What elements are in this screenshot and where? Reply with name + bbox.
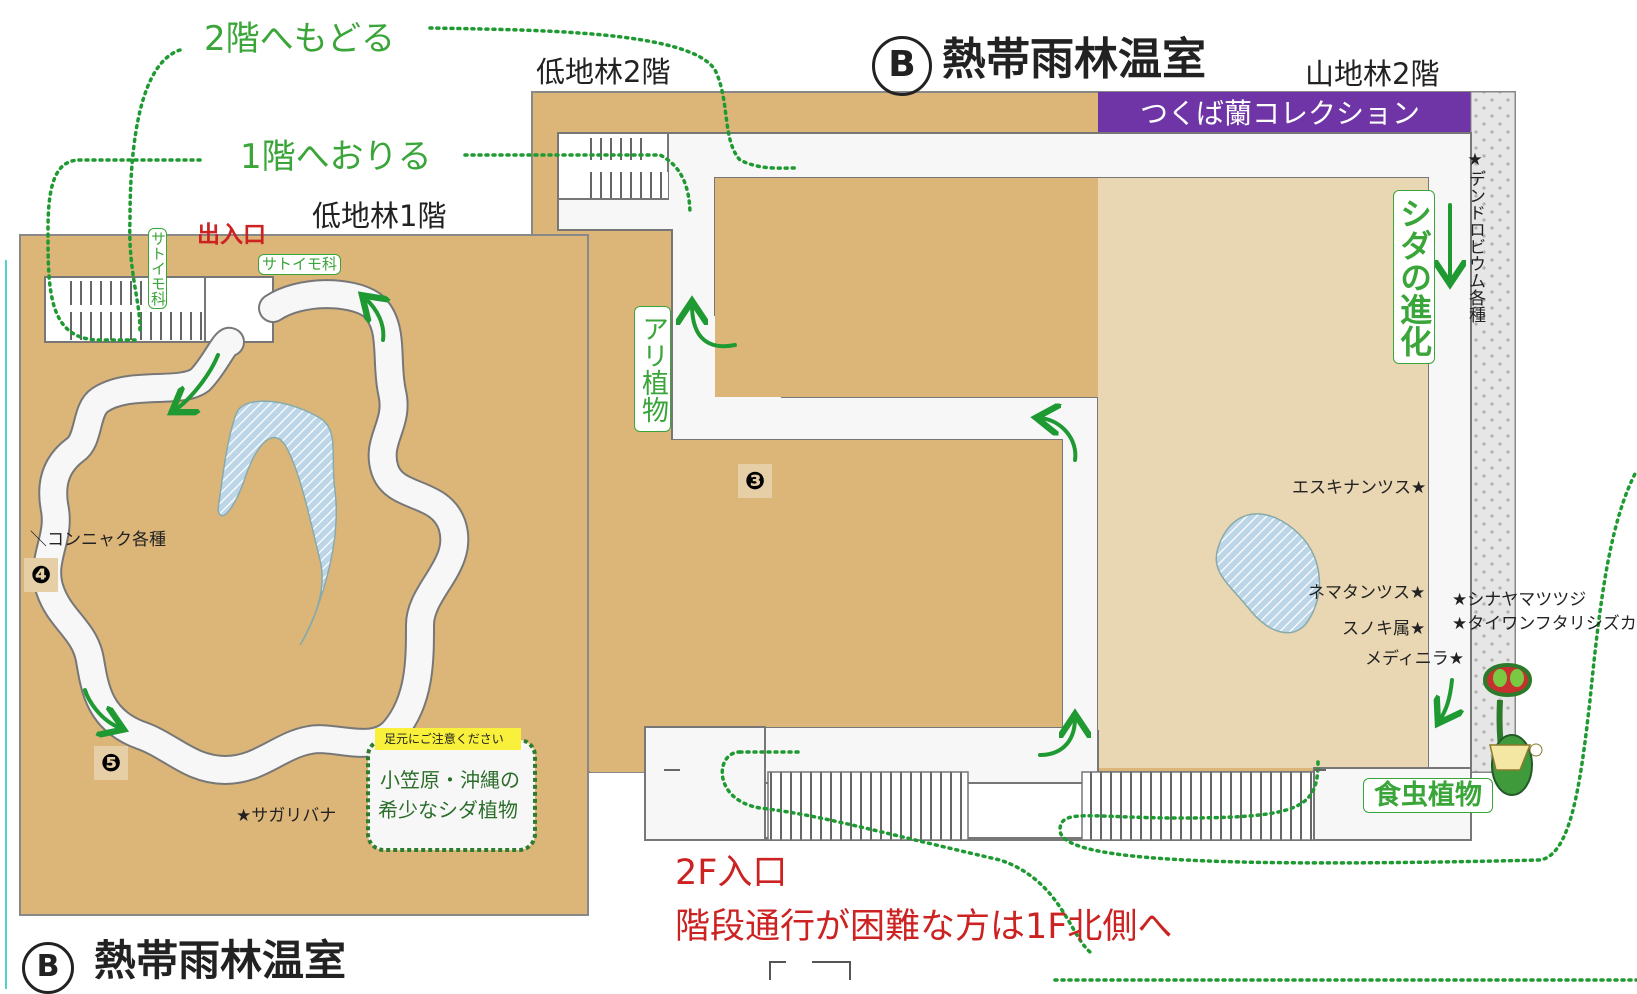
label-rhododendron: ★シナヤマツツジ bbox=[1452, 590, 1587, 610]
mascot-venus-flytrap-icon bbox=[1482, 663, 1543, 796]
label-mountain-2f: 山地林2階 bbox=[1305, 57, 1440, 91]
label-konnyaku: ＼コンニャク各種 bbox=[30, 530, 166, 550]
label-entrance: 出入口 bbox=[197, 222, 266, 248]
label-taiwan-plant: ★タイワンフタリシズカ bbox=[1452, 614, 1637, 634]
lowland-block-lower bbox=[590, 440, 1062, 772]
dendrobium-strip bbox=[1470, 91, 1516, 773]
label-carnivorous: 食虫植物 bbox=[1363, 778, 1493, 813]
lowland-block-upper bbox=[715, 178, 1098, 397]
title-bottom-badge: B bbox=[22, 942, 74, 994]
label-orchid-collection: つくば蘭コレクション bbox=[1140, 97, 1421, 130]
label-aeschynanthus: エスキナンツス★ bbox=[1292, 478, 1427, 498]
notice-header-bg bbox=[375, 728, 521, 750]
label-back-to-2f: 2階へもどる bbox=[204, 19, 395, 59]
label-down-to-1f: 1階へおりる bbox=[240, 137, 432, 177]
pond-icon bbox=[217, 400, 338, 646]
label-fern-evolution: シダの進化 bbox=[1393, 190, 1435, 364]
stairs-icon bbox=[70, 312, 205, 340]
marker-4: ❹ bbox=[24, 558, 58, 592]
plan-fragment bbox=[769, 961, 851, 980]
label-ant-plants: アリ植物 bbox=[634, 306, 671, 432]
label-aroid-horizontal: サトイモ科 bbox=[258, 254, 342, 275]
label-dendrobium: ★デンドロビウム各種 bbox=[1465, 150, 1485, 323]
label-entrance-2f: 2F入口 bbox=[675, 853, 788, 893]
label-lowland-2f: 低地林2階 bbox=[536, 55, 671, 89]
landing-2f bbox=[644, 726, 766, 841]
label-stairs-notice: 階段通行が困難な方は1F北側へ bbox=[675, 907, 1173, 947]
label-nematanthus: ネマタンツス★ bbox=[1308, 583, 1426, 603]
rare-ferns-box bbox=[366, 738, 537, 852]
stairs-icon bbox=[584, 172, 668, 198]
stairs-icon bbox=[1081, 771, 1315, 841]
page-title: 熱帯雨林温室 bbox=[942, 34, 1206, 85]
mountain-block bbox=[1098, 178, 1428, 768]
label-rare-ferns-1: 小笠原・沖縄の bbox=[380, 768, 520, 792]
marker-3: ❸ bbox=[738, 464, 772, 498]
label-aroid-vertical: サトイモ科 bbox=[148, 228, 167, 309]
notice-header: 足元にご注意ください bbox=[384, 732, 504, 746]
title-badge: B bbox=[872, 36, 932, 96]
label-sonerila: スノキ属★ bbox=[1342, 619, 1426, 639]
route-dotted bbox=[46, 26, 1637, 982]
pond-icon bbox=[1215, 513, 1321, 634]
route-arrow-icon bbox=[83, 203, 1452, 757]
label-rare-ferns-2: 希少なシダ植物 bbox=[378, 798, 518, 822]
title-bottom: 熱帯雨林温室 bbox=[94, 936, 347, 985]
orchid-collection-band bbox=[1098, 92, 1471, 135]
label-medinilla: メディニラ★ bbox=[1365, 649, 1465, 669]
marker-5: ❺ bbox=[94, 746, 128, 780]
label-lowland-1f: 低地林1階 bbox=[312, 199, 447, 233]
label-sagaribana: ★サガリバナ bbox=[236, 806, 337, 826]
